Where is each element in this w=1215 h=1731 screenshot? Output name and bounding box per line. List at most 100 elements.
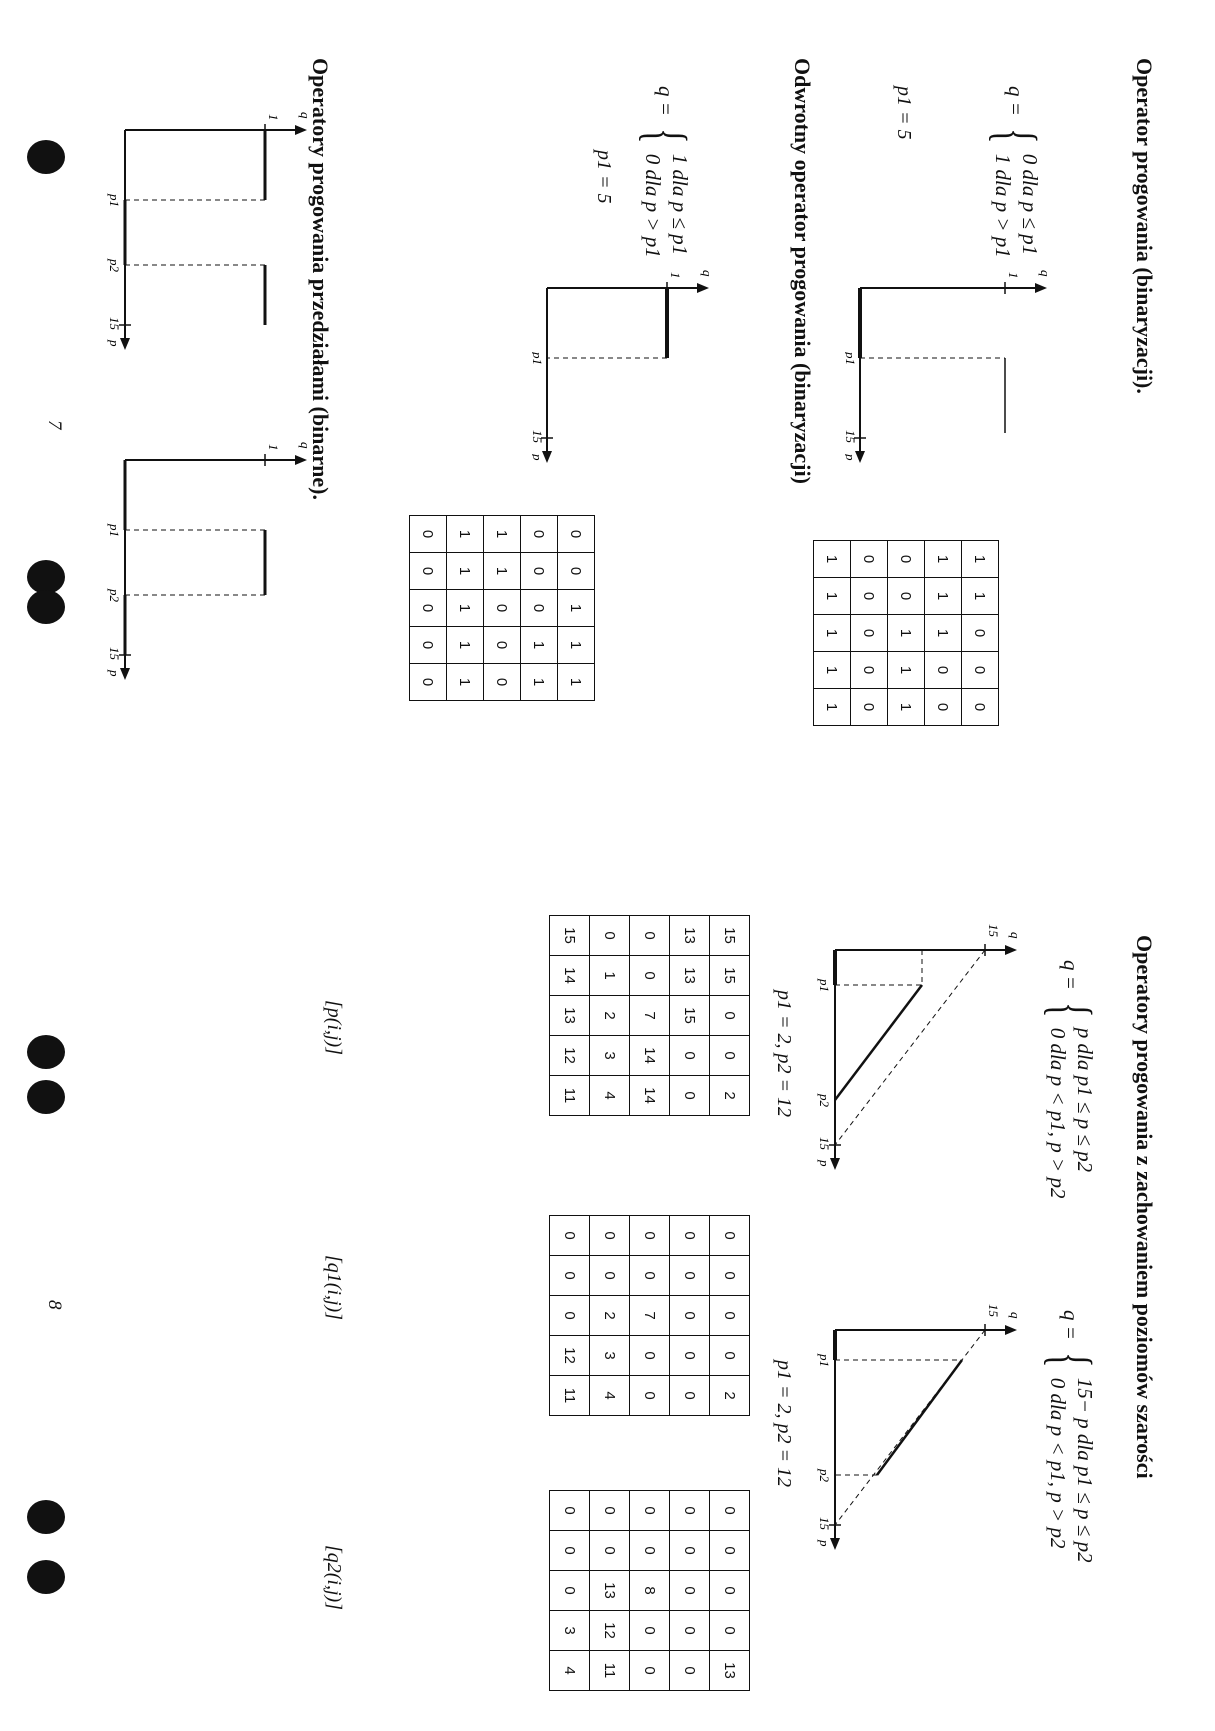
grid-cell: 0 [961,614,999,652]
grid-cell: 1 [813,688,851,726]
grid-cell: 0 [709,1610,750,1651]
grid-cell: 1 [813,577,851,615]
grid-cell: 0 [589,1255,630,1296]
arrow-q-icon [295,125,307,135]
svg-text:q: q [1038,270,1053,277]
grid-cell: 0 [520,589,558,627]
label-q2-matrix: [q2(i,j)] [323,1545,345,1610]
grid-cell: 4 [589,1375,630,1416]
graph-gray-a: q 15 p1 p2 15 p [817,924,1023,1170]
svg-text:15: 15 [845,430,858,444]
arrow-p-icon [120,338,130,350]
grid-cell: 0 [589,1215,630,1256]
grid-cell: 0 [409,515,447,553]
grid-cell: 0 [629,1215,670,1256]
grid-cell: 0 [629,915,670,956]
grid-cell: 1 [813,540,851,578]
graph-interval-1: q 1 p1 p2 15 p [107,112,313,350]
grid-cell: 13 [589,1570,630,1611]
svg-text:p: p [845,453,858,461]
svg-text:p1: p1 [845,351,858,365]
grid-cell: 8 [629,1570,670,1611]
grid-cell: 0 [483,589,521,627]
grid-cell: 1 [557,626,595,664]
grid-cell: 0 [549,1570,590,1611]
grid-cell: 0 [589,1530,630,1571]
arrow-p-icon [830,1538,840,1550]
svg-text:1: 1 [266,114,281,121]
svg-text:p: p [107,669,122,677]
grid-cell: 4 [549,1650,590,1691]
svg-text:1: 1 [668,272,683,279]
page-number-left: 7 [44,420,65,430]
grid-cell: 1 [557,663,595,701]
grid-cell: 0 [709,1035,750,1076]
grid-cell: 0 [669,1035,710,1076]
grid-cell: 0 [850,577,888,615]
svg-text:15: 15 [986,924,1001,938]
grid-cell: 0 [629,1610,670,1651]
grid-cell: 0 [629,1335,670,1376]
grid-cell: 13 [709,1650,750,1691]
grid-cell: 0 [549,1255,590,1296]
binder-hole-icon [27,1500,65,1534]
svg-text:15: 15 [817,1517,832,1531]
graph-interval-2: q 1 p1 p2 15 p [107,442,313,680]
grid-cell: 0 [709,1530,750,1571]
grid-cell: 1 [446,589,484,627]
grid-cell: 0 [549,1530,590,1571]
svg-text:p1: p1 [817,978,832,992]
grid-cell: 0 [669,1335,710,1376]
grid-cell: 1 [924,614,962,652]
param-p1: p1 = 5 [893,86,915,140]
grid-cell: 13 [549,995,590,1036]
grid-cell: 15 [549,915,590,956]
grid-cell: 0 [669,1375,710,1416]
grid-cell: 1 [557,589,595,627]
grid-cell: 0 [924,651,962,689]
grid-cell: 0 [549,1490,590,1531]
binder-hole-icon [27,590,65,624]
svg-text:p1: p1 [107,523,122,537]
svg-text:p1: p1 [532,351,545,365]
grid-cell: 0 [557,552,595,590]
grid-cell: 0 [669,1530,710,1571]
section-title-gray-thresholding: Operatory progowania z zachowaniem pozio… [1132,935,1157,1479]
grid-cell: 3 [549,1610,590,1651]
grid-cell: 12 [589,1610,630,1651]
grid-cell: 0 [887,540,925,578]
grid-cell: 1 [961,577,999,615]
svg-text:15: 15 [107,647,122,661]
arrow-p-icon [120,668,130,680]
graph-segment [834,984,923,1101]
svg-text:p: p [532,453,545,461]
grid-cell: 0 [629,1490,670,1531]
graph-gray-b: q 15 p1 p2 15 p [817,1304,1023,1550]
svg-text:q: q [1008,932,1023,939]
graph-segment [875,1359,964,1476]
grid-cell: 0 [589,915,630,956]
grid-cell: 0 [709,1570,750,1611]
grid-cell: 0 [483,626,521,664]
arrow-p-icon [830,1158,840,1170]
grid-cell: 15 [709,955,750,996]
grid-cell: 0 [709,1295,750,1336]
grid-cell: 0 [669,1255,710,1296]
grid-cell: 0 [589,1490,630,1531]
grid-cell: 14 [629,1035,670,1076]
